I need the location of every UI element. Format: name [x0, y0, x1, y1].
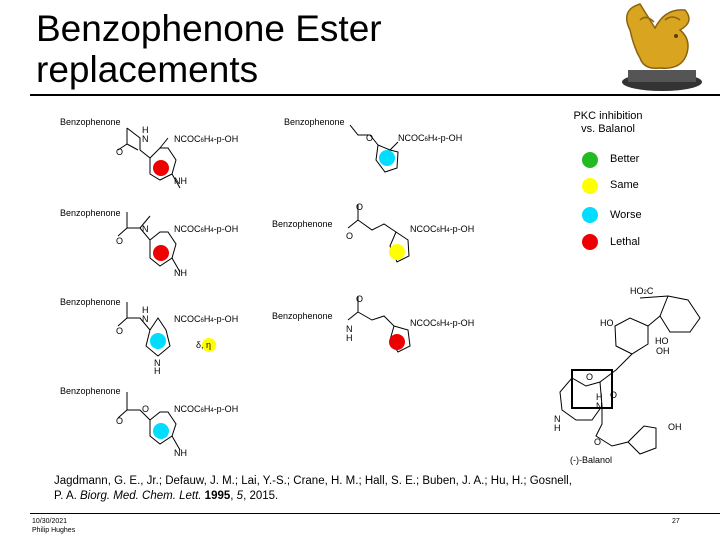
citation-authors: Jagdmann, G. E., Jr.; Defauw, J. M.; Lai…: [54, 475, 572, 502]
legend-dot-same: [582, 178, 598, 194]
footer-meta: 10/30/2021 Philip Hughes: [32, 517, 75, 535]
worse-marker: [379, 150, 395, 166]
worse-marker: [153, 423, 169, 439]
worse-marker: [150, 333, 166, 349]
n-label: N: [142, 224, 149, 234]
delta-eta-label: δ, η: [196, 340, 212, 350]
legend-label-lethal: Lethal: [610, 236, 640, 248]
ester-label: NCOC6H4-p-OH: [410, 318, 475, 328]
balanol-n-label: N: [596, 401, 603, 411]
h-label: H: [142, 125, 149, 135]
lethal-marker: [153, 160, 169, 176]
title-line-2: replacements: [36, 49, 259, 90]
page-number: 27: [672, 518, 680, 525]
ester-label: NCOC6H4-p-OH: [398, 133, 463, 143]
n-label: N: [142, 134, 149, 144]
balanol-h-label: H: [596, 392, 603, 402]
title-divider: [30, 94, 720, 96]
h-label: H: [142, 305, 149, 315]
ester-label: NCOC6H4-p-OH: [174, 404, 239, 414]
legend-label-better: Better: [610, 153, 640, 165]
balanol-ho-label: HO: [600, 318, 614, 328]
citation: Jagdmann, G. E., Jr.; Defauw, J. M.; Lai…: [54, 475, 572, 502]
footer-date: 10/30/2021: [32, 518, 68, 525]
benzophenone-label: Benzophenone: [60, 208, 121, 218]
legend-dot-better: [582, 152, 598, 168]
balanol-oh-label: OH: [656, 346, 670, 356]
nh-label: NH: [174, 176, 187, 186]
lethal-marker: [389, 334, 405, 350]
n-label: N: [346, 324, 353, 334]
n-label: N: [154, 358, 161, 368]
citation-journal: Biorg. Med. Chem. Lett.: [80, 490, 202, 502]
ester-label: NCOC6H4-p-OH: [174, 134, 239, 144]
benzophenone-label: Benzophenone: [60, 117, 121, 127]
balanol-oh-label: OH: [668, 422, 682, 432]
footer-divider: [30, 513, 720, 514]
ester-label: NCOC6H4-p-OH: [174, 314, 239, 324]
same-marker: [202, 338, 216, 352]
legend-dot-worse: [582, 207, 598, 223]
o-label: O: [346, 231, 354, 241]
balanol-ho2c-label: HO2C: [630, 286, 654, 296]
o-label: O: [116, 326, 124, 336]
legend: Better Same Worse Lethal: [582, 152, 682, 252]
balanol-n-label: N: [554, 414, 561, 424]
benzophenone-label: Benzophenone: [284, 117, 345, 127]
citation-pages: , 2015.: [243, 490, 279, 502]
nh-label: NH: [174, 268, 187, 278]
citation-year: 1995: [204, 490, 231, 502]
benzophenone-label: Benzophenone: [272, 311, 333, 321]
nh-label: NH: [174, 448, 187, 458]
o-label: O: [116, 236, 124, 246]
title-line-1: Benzophenone Ester: [36, 8, 382, 49]
legend-label-same: Same: [610, 179, 639, 191]
balanol-o-label: O: [610, 390, 618, 400]
n-label: N: [142, 314, 149, 324]
o-label: O: [142, 404, 150, 414]
o-label: O: [116, 416, 124, 426]
legend-label-worse: Worse: [610, 209, 642, 221]
citation-volume: 5: [236, 490, 244, 502]
o-label: O: [366, 133, 374, 143]
ester-label: NCOC6H4-p-OH: [410, 224, 475, 234]
ester-label: NCOC6H4-p-OH: [174, 224, 239, 234]
h-label: H: [346, 333, 353, 343]
benzophenone-label: Benzophenone: [272, 219, 333, 229]
legend-dot-lethal: [582, 234, 598, 250]
legend-heading: PKC inhibition vs. Balanol: [573, 110, 643, 135]
balanol-o-label: O: [586, 372, 594, 382]
balanol-name-label: (-)-Balanol: [570, 455, 613, 465]
o-label: O: [356, 294, 364, 304]
page-title: Benzophenone Ester replacements: [36, 8, 382, 90]
balanol-h-label: H: [554, 423, 561, 433]
balanol-o-label: O: [594, 437, 602, 447]
benzophenone-label: Benzophenone: [60, 297, 121, 307]
o-label: O: [116, 147, 124, 157]
lethal-marker: [153, 245, 169, 261]
balanol-ho-label: HO: [655, 336, 669, 346]
footer-author: Philip Hughes: [32, 527, 76, 534]
o-label: O: [356, 202, 364, 212]
benzophenone-label: Benzophenone: [60, 386, 121, 396]
griffin-logo-icon: [622, 3, 702, 91]
h-label: H: [154, 366, 161, 376]
same-marker: [389, 244, 405, 260]
